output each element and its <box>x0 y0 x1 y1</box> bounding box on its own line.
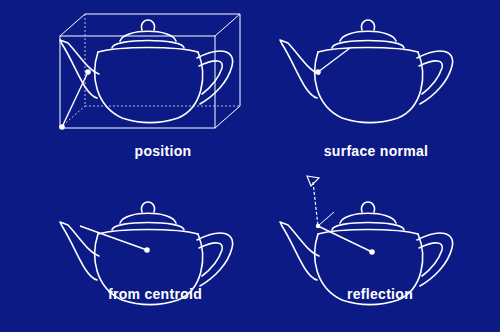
centroid-vector <box>80 226 147 250</box>
origin-dot <box>59 124 65 130</box>
normal-vector <box>318 48 350 72</box>
caption-label: reflection <box>347 286 413 302</box>
reflection-vector <box>318 226 372 252</box>
caption-label: surface normal <box>324 143 429 159</box>
surface-dot <box>85 69 91 75</box>
caption-label: from centroid <box>108 286 202 302</box>
surface-dot <box>315 69 321 75</box>
eye-symbol <box>307 176 319 186</box>
normal-tick <box>318 212 334 226</box>
centroid-dot <box>144 247 150 253</box>
surface-dot <box>316 224 320 228</box>
reflection-dot <box>369 249 375 255</box>
position-vector <box>62 72 88 127</box>
caption-label: position <box>135 143 192 159</box>
view-ray <box>313 182 318 226</box>
bounding-box <box>60 14 240 128</box>
